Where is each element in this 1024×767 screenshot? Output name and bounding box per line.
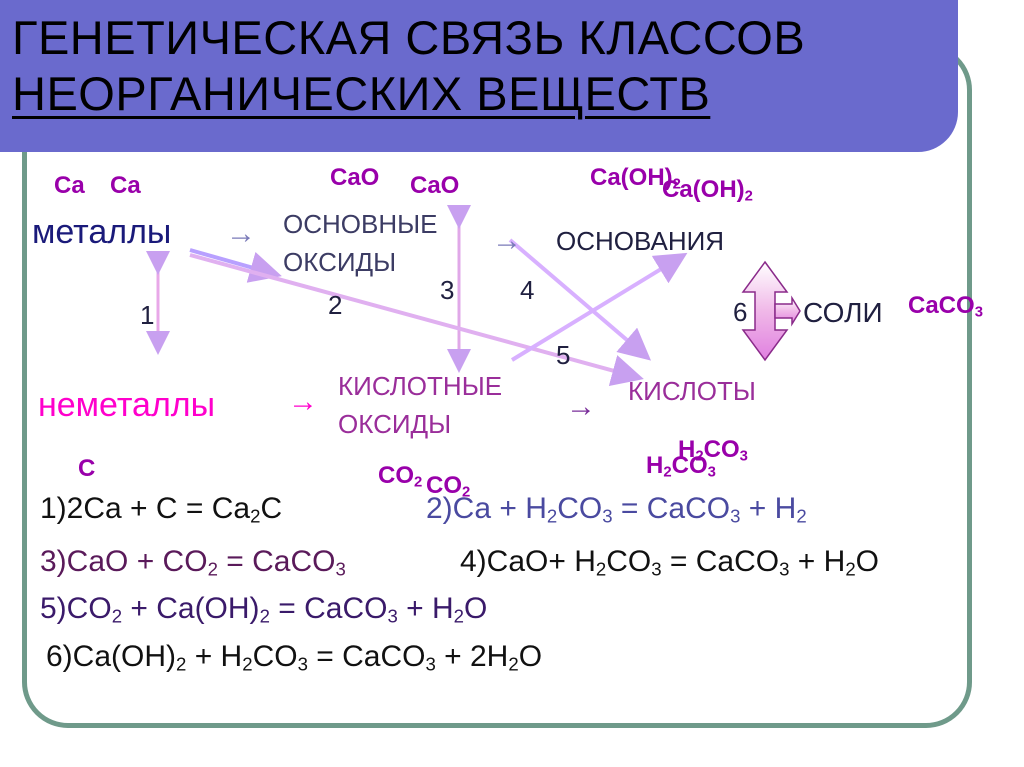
arrow-oxides-acids: → — [566, 390, 596, 423]
equation-5: 5)CO2 + Ca(OH)2 = CaCO3 + H2O — [40, 592, 488, 627]
class-acid-oxides: КИСЛОТНЫЕ ОКСИДЫ — [338, 367, 502, 443]
class-bases: ОСНОВАНИЯ — [556, 226, 725, 256]
formula-co2-1: CO2 — [378, 462, 423, 491]
basic-oxides-line-2: ОКСИДЫ — [283, 247, 397, 277]
formula-h2co3-1: H2CO3 — [678, 436, 748, 465]
arrow-4 — [508, 238, 652, 361]
class-nonmetals: неметаллы — [38, 386, 216, 424]
formula-caco3: CaCO3 — [908, 292, 983, 321]
reaction-number-5: 5 — [556, 340, 571, 370]
arrow-2 — [189, 248, 282, 283]
reaction-number-2: 2 — [328, 290, 343, 320]
slide-frame — [22, 44, 972, 728]
reaction-number-6: 6 — [733, 297, 748, 327]
reaction-number-3: 3 — [440, 275, 455, 305]
arrow-5 — [510, 252, 688, 362]
reaction-number-1: 1 — [140, 300, 155, 330]
class-salts: СОЛИ — [803, 297, 883, 328]
class-acids: КИСЛОТЫ — [628, 376, 756, 406]
class-metals: металлы — [32, 213, 172, 251]
formula-ca-1: Ca — [54, 172, 85, 199]
formula-cao-1: CaO — [330, 164, 380, 191]
class-basic-oxides: ОСНОВНЫЕ ОКСИДЫ — [283, 205, 437, 281]
title-bar: ГЕНЕТИЧЕСКАЯ СВЯЗЬ КЛАССОВ НЕОРГАНИЧЕСКИ… — [0, 0, 958, 152]
formula-caoh2-2: Ca(OH)2 — [662, 176, 753, 205]
title-line-2: НЕОРГАНИЧЕСКИХ ВЕЩЕСТВ — [12, 67, 711, 120]
equation-3: 3)CaO + CO2 = CaCO3 — [40, 545, 346, 580]
acid-oxides-line-2: ОКСИДЫ — [338, 409, 452, 439]
equation-4: 4)CaO+ H2CO3 = CaCO3 + H2O — [460, 545, 880, 580]
equation-2: 2)Ca + H2CO3 = CaCO3 + H2 — [426, 492, 807, 527]
formula-h2co3-2: H2CO3 — [646, 452, 716, 481]
formula-co2-2: CO2 — [426, 472, 471, 501]
formula-c: C — [78, 455, 96, 482]
acid-oxides-line-1: КИСЛОТНЫЕ — [338, 371, 503, 401]
slide-title: ГЕНЕТИЧЕСКАЯ СВЯЗЬ КЛАССОВ НЕОРГАНИЧЕСКИ… — [12, 10, 805, 122]
reaction-number-4: 4 — [520, 275, 535, 305]
equation-6: 6)Ca(OH)2 + H2CO3 = CaCO3 + 2H2O — [46, 640, 543, 675]
arrow-6 — [741, 260, 801, 362]
formula-caoh2-1: Ca(OH)2 — [590, 164, 681, 193]
arrow-metal-acids — [189, 253, 644, 387]
formula-cao-2: CaO — [410, 172, 460, 199]
title-line-1: ГЕНЕТИЧЕСКАЯ СВЯЗЬ КЛАССОВ — [12, 11, 806, 64]
equation-1: 1)2Ca + C = Ca2C — [40, 492, 283, 527]
basic-oxides-line-1: ОСНОВНЫЕ — [283, 209, 438, 239]
arrow-oxides-bases: → — [492, 224, 522, 257]
arrow-metals-oxides: → — [226, 217, 256, 250]
arrow-nonmetals-oxides: → — [288, 385, 318, 418]
formula-ca-2: Ca — [110, 172, 141, 199]
